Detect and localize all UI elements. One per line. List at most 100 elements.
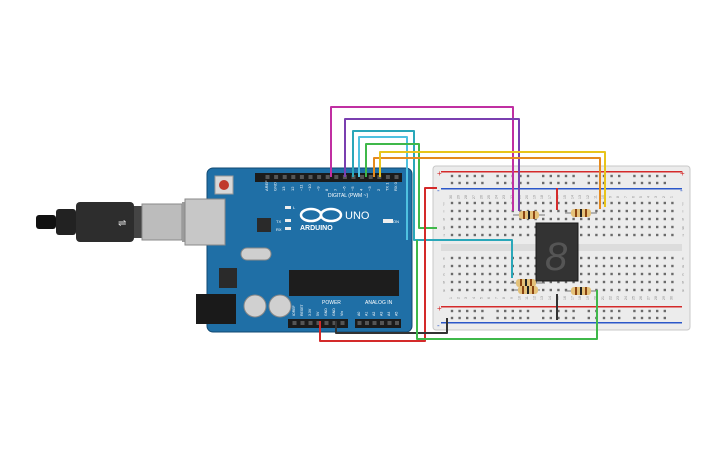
breadboard-hole[interactable] [450, 280, 454, 284]
breadboard-hole[interactable] [496, 201, 499, 205]
breadboard-hole[interactable] [519, 309, 522, 313]
reset-button[interactable] [219, 180, 229, 190]
breadboard-hole[interactable] [496, 174, 499, 178]
breadboard-hole[interactable] [450, 233, 454, 237]
breadboard-hole[interactable] [572, 280, 575, 284]
breadboard-hole[interactable] [610, 181, 613, 185]
breadboard-hole[interactable] [595, 264, 598, 268]
breadboard-hole[interactable] [656, 309, 659, 313]
breadboard-hole[interactable] [504, 217, 507, 221]
breadboard-hole[interactable] [504, 181, 507, 185]
breadboard-hole[interactable] [496, 256, 499, 260]
breadboard-hole[interactable] [656, 233, 659, 237]
breadboard-hole[interactable] [526, 264, 530, 268]
seven-segment-display[interactable]: 8 [535, 222, 579, 282]
resistor-top-left[interactable] [513, 211, 545, 219]
breadboard-hole[interactable] [595, 217, 598, 221]
breadboard-hole[interactable] [671, 233, 674, 237]
breadboard-hole[interactable] [671, 264, 674, 268]
breadboard-hole[interactable] [663, 225, 666, 229]
breadboard-hole[interactable] [450, 264, 454, 268]
breadboard-hole[interactable] [519, 225, 522, 229]
breadboard-hole[interactable] [473, 174, 476, 178]
breadboard-hole[interactable] [610, 288, 613, 292]
breadboard-hole[interactable] [595, 272, 598, 276]
breadboard-hole[interactable] [640, 256, 644, 260]
digital-pin[interactable] [291, 175, 296, 179]
breadboard-hole[interactable] [496, 316, 499, 320]
breadboard-hole[interactable] [526, 225, 530, 229]
breadboard-hole[interactable] [488, 225, 492, 229]
breadboard-hole[interactable] [481, 233, 484, 237]
breadboard-hole[interactable] [504, 201, 507, 205]
breadboard-hole[interactable] [633, 264, 636, 268]
breadboard-hole[interactable] [496, 264, 499, 268]
breadboard-hole[interactable] [587, 201, 590, 205]
breadboard-hole[interactable] [587, 256, 590, 260]
breadboard-hole[interactable] [504, 280, 507, 284]
breadboard-hole[interactable] [564, 316, 568, 320]
breadboard-hole[interactable] [458, 174, 461, 178]
wires[interactable] [319, 106, 606, 342]
breadboard-hole[interactable] [648, 264, 651, 268]
breadboard-hole[interactable] [458, 256, 461, 260]
breadboard-hole[interactable] [633, 209, 636, 213]
breadboard-hole[interactable] [557, 288, 560, 292]
breadboard-hole[interactable] [640, 280, 644, 284]
breadboard-hole[interactable] [504, 288, 507, 292]
breadboard-hole[interactable] [549, 174, 552, 178]
digital-pin[interactable] [334, 175, 339, 179]
breadboard-hole[interactable] [526, 309, 530, 313]
breadboard-hole[interactable] [458, 316, 461, 320]
breadboard-hole[interactable] [602, 256, 606, 260]
breadboard-hole[interactable] [458, 288, 461, 292]
breadboard-hole[interactable] [648, 316, 651, 320]
breadboard-hole[interactable] [458, 209, 461, 213]
breadboard-hole[interactable] [526, 272, 530, 276]
breadboard-hole[interactable] [633, 280, 636, 284]
breadboard-hole[interactable] [595, 181, 598, 185]
breadboard-hole[interactable] [481, 217, 484, 221]
resistor-bottom-right[interactable] [565, 287, 597, 295]
breadboard-hole[interactable] [602, 264, 606, 268]
breadboard-hole[interactable] [473, 256, 476, 260]
breadboard-hole[interactable] [610, 233, 613, 237]
breadboard-hole[interactable] [633, 288, 636, 292]
breadboard-hole[interactable] [450, 181, 454, 185]
breadboard-hole[interactable] [572, 316, 575, 320]
breadboard-hole[interactable] [610, 174, 613, 178]
breadboard-hole[interactable] [488, 217, 492, 221]
breadboard-hole[interactable] [610, 209, 613, 213]
breadboard-hole[interactable] [610, 201, 613, 205]
breadboard-hole[interactable] [458, 201, 461, 205]
breadboard-hole[interactable] [496, 309, 499, 313]
breadboard-hole[interactable] [504, 233, 507, 237]
breadboard-hole[interactable] [466, 217, 469, 221]
breadboard-hole[interactable] [633, 256, 636, 260]
breadboard-hole[interactable] [602, 225, 606, 229]
breadboard-hole[interactable] [473, 209, 476, 213]
breadboard-hole[interactable] [564, 217, 568, 221]
breadboard-hole[interactable] [481, 181, 484, 185]
breadboard-hole[interactable] [504, 256, 507, 260]
breadboard-hole[interactable] [633, 225, 636, 229]
breadboard-hole[interactable] [625, 280, 628, 284]
breadboard-hole[interactable] [640, 288, 644, 292]
breadboard-hole[interactable] [648, 309, 651, 313]
breadboard-hole[interactable] [473, 272, 476, 276]
digital-pin[interactable] [274, 175, 279, 179]
breadboard-hole[interactable] [481, 209, 484, 213]
breadboard-hole[interactable] [481, 256, 484, 260]
breadboard-hole[interactable] [602, 209, 606, 213]
breadboard-hole[interactable] [595, 174, 598, 178]
breadboard-hole[interactable] [450, 272, 454, 276]
breadboard-hole[interactable] [504, 272, 507, 276]
breadboard-hole[interactable] [450, 316, 454, 320]
digital-pin[interactable] [394, 175, 399, 179]
breadboard-hole[interactable] [519, 217, 522, 221]
breadboard-hole[interactable] [481, 280, 484, 284]
breadboard-hole[interactable] [587, 264, 590, 268]
breadboard-hole[interactable] [640, 272, 644, 276]
breadboard-hole[interactable] [671, 288, 674, 292]
breadboard-hole[interactable] [663, 174, 666, 178]
